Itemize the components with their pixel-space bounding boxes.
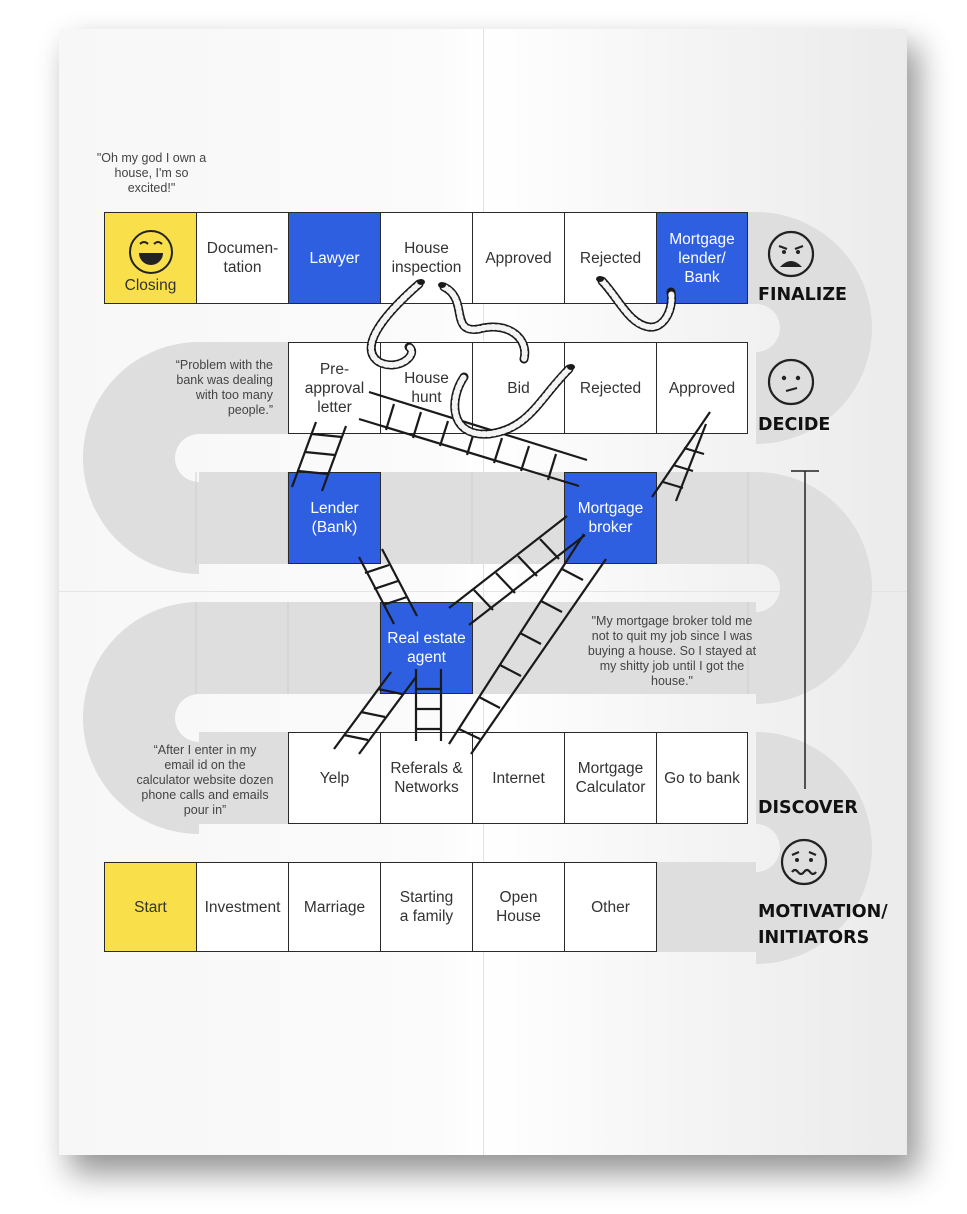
- cell-referals-networks: Referals & Networks: [380, 732, 473, 824]
- cell-open-house: Open House: [472, 862, 565, 952]
- ladder-icon: [651, 411, 711, 502]
- poster: Closing Documen- tation Lawyer House ins…: [59, 29, 907, 1155]
- cell-lawyer: Lawyer: [288, 212, 381, 304]
- cell-internet: Internet: [472, 732, 565, 824]
- cell-marriage: Marriage: [288, 862, 381, 952]
- ladder-icon: [448, 533, 607, 755]
- cell-closing: Closing: [104, 212, 197, 304]
- cell-house-inspection: House inspection: [380, 212, 473, 304]
- quote-broker: "My mortgage broker told me not to quit …: [587, 614, 757, 688]
- cell-pre-approval-letter: Pre- approval letter: [288, 342, 381, 434]
- fold-line-horizontal: [59, 591, 907, 592]
- cell-mortgage-broker: Mortgage broker: [564, 472, 657, 564]
- sad-face-icon: [767, 230, 815, 278]
- stage-decide: DECIDE: [758, 415, 831, 435]
- laughing-face-icon: [128, 230, 173, 274]
- quote-closing: "Oh my god I own a house, I'm so excited…: [96, 151, 207, 195]
- ladder-icon: [448, 515, 586, 626]
- neutral-face-icon: [767, 358, 815, 406]
- cell-other: Other: [564, 862, 657, 952]
- ladder-icon: [414, 669, 443, 741]
- cell-documentation: Documen- tation: [196, 212, 289, 304]
- cell-yelp: Yelp: [288, 732, 381, 824]
- cell-approved-decide: Approved: [656, 342, 748, 434]
- ladder-icon: [333, 671, 417, 755]
- ladder-icon: [290, 421, 348, 492]
- cell-investment: Investment: [196, 862, 289, 952]
- quote-calculator: “After I enter in my email id on the cal…: [136, 743, 274, 817]
- stage-motivation: MOTIVATION/ INITIATORS: [758, 902, 888, 948]
- cell-go-to-bank: Go to bank: [656, 732, 748, 824]
- cell-start: Start: [104, 862, 197, 952]
- ladder-icon: [358, 390, 588, 488]
- cell-lender-bank: Lender (Bank): [288, 472, 381, 564]
- cell-rejected-decide: Rejected: [564, 342, 657, 434]
- cell-starting-a-family: Starting a family: [380, 862, 473, 952]
- fold-line-vertical: [483, 29, 484, 1155]
- stage-finalize: FINALIZE: [758, 285, 847, 305]
- ladder-icon: [358, 548, 418, 625]
- worried-face-icon: [780, 838, 828, 886]
- cell-label: Closing: [124, 277, 177, 294]
- cell-real-estate-agent: Real estate agent: [380, 602, 473, 694]
- stage-discover: DISCOVER: [758, 798, 858, 818]
- quote-bank: “Problem with the bank was dealing with …: [175, 358, 273, 417]
- ladders-and-snakes: [290, 276, 711, 755]
